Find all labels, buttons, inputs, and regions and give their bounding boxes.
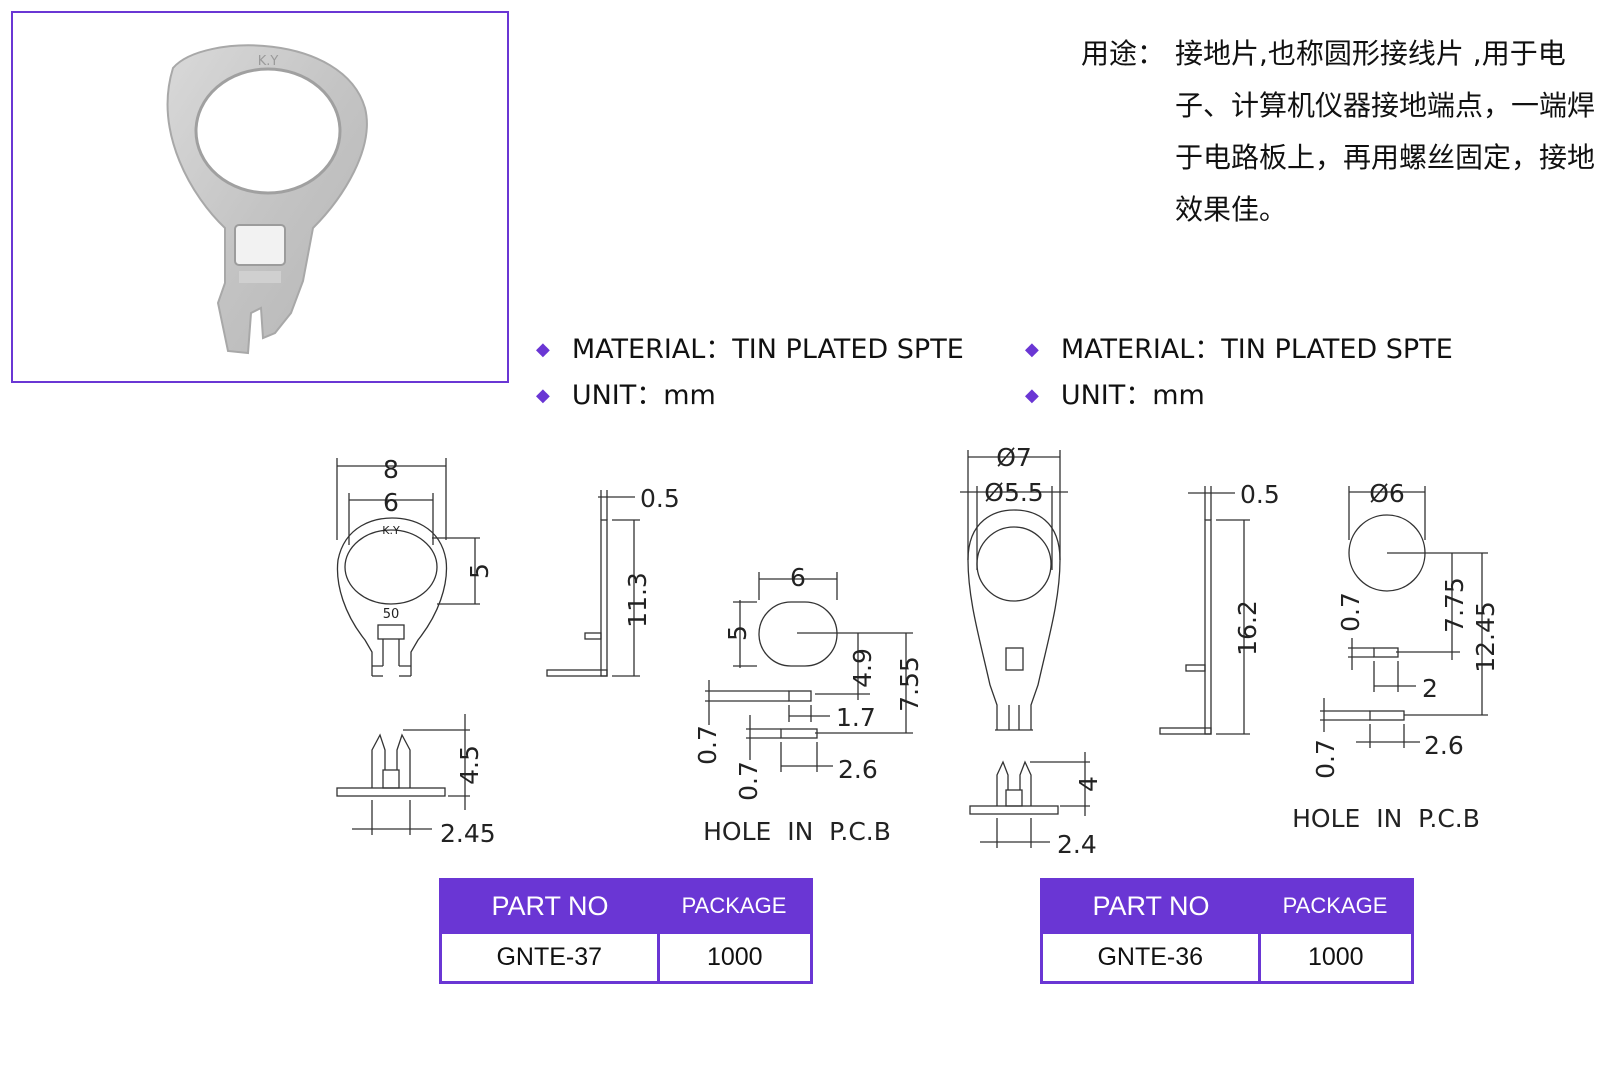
dim-slot-w2: 2.6 xyxy=(838,755,878,784)
right-material-line: ◆MATERIAL：TIN PLATED SPTE xyxy=(1025,334,1453,365)
part-no-cell: GNTE-37 xyxy=(440,931,658,983)
left-pcb-hole: 6 5 4.9 7.55 1.7 2.6 0.7 0.7 HOLE IN P.C… xyxy=(693,563,924,846)
dim-pcb-height: 5 xyxy=(723,625,752,641)
dim-slot-w1-right: 2 xyxy=(1422,674,1438,703)
dim-inner-dia: Ø5.5 xyxy=(984,478,1043,507)
dim-inner-width: 6 xyxy=(383,488,399,517)
dim-pcb-offset2: 7.55 xyxy=(895,656,924,712)
right-part-table: PART NO PACKAGE GNTE-36 1000 xyxy=(1040,878,1414,984)
dim-pcb-offset1-right: 7.75 xyxy=(1440,577,1469,633)
package-cell: 1000 xyxy=(656,931,812,983)
dim-slot-h2-right: 0.7 xyxy=(1311,739,1340,779)
dim-thickness-right: 0.5 xyxy=(1240,480,1280,509)
dim-slot-w1: 1.7 xyxy=(836,703,876,732)
part-no-cell: GNTE-36 xyxy=(1041,931,1259,983)
marking-top: K.Y xyxy=(382,524,400,537)
right-unit-line: ◆UNIT：mm xyxy=(1025,380,1205,411)
right-side-view: 0.5 16.2 xyxy=(1159,480,1280,735)
diamond-bullet-icon: ◆ xyxy=(1025,339,1039,360)
right-front-view: Ø7 Ø5.5 xyxy=(960,443,1068,731)
diamond-bullet-icon: ◆ xyxy=(536,339,550,360)
dim-pcb-offset1: 4.9 xyxy=(848,648,877,688)
marking-bottom: 50 xyxy=(383,607,400,622)
right-pin-view: 4 2.4 xyxy=(969,752,1103,859)
dim-pin-width: 2.45 xyxy=(440,819,496,848)
photo-engraving: K.Y xyxy=(258,54,279,69)
dim-thickness: 0.5 xyxy=(640,484,680,513)
dim-height: 11.3 xyxy=(623,572,652,628)
dim-slot-h1-right: 0.7 xyxy=(1336,592,1365,632)
package-cell: 1000 xyxy=(1257,931,1413,983)
dim-slot-w2-right: 2.6 xyxy=(1424,731,1464,760)
diamond-bullet-icon: ◆ xyxy=(536,385,550,406)
hole-caption-right: HOLE IN P.C.B xyxy=(1292,804,1480,833)
dim-outer-width: 8 xyxy=(383,455,399,484)
col-package: PACKAGE xyxy=(658,879,812,933)
product-photo: K.Y xyxy=(166,44,368,355)
dim-slot-h1: 0.7 xyxy=(693,725,722,765)
left-front-view: 8 6 K.Y 50 5 xyxy=(336,455,494,677)
col-part-no: PART NO xyxy=(440,879,658,933)
dim-pin-height-right: 4 xyxy=(1074,776,1103,792)
left-side-view: 0.5 11.3 xyxy=(546,484,680,677)
left-pin-view: 4.5 2.45 xyxy=(336,714,496,848)
dim-pin-height: 4.5 xyxy=(455,745,484,785)
dim-pin-width-right: 2.4 xyxy=(1057,830,1097,859)
left-material-line: ◆MATERIAL：TIN PLATED SPTE xyxy=(536,334,964,365)
dim-pcb-offset2-right: 12.45 xyxy=(1471,601,1500,673)
col-package: PACKAGE xyxy=(1259,879,1413,933)
hole-caption-left: HOLE IN P.C.B xyxy=(703,817,891,846)
dim-height-right: 16.2 xyxy=(1233,600,1262,656)
left-unit-line: ◆UNIT：mm xyxy=(536,380,716,411)
diamond-bullet-icon: ◆ xyxy=(1025,385,1039,406)
dim-slot-h2: 0.7 xyxy=(734,761,763,801)
usage-label: 用途： xyxy=(1081,37,1166,70)
dim-outer-dia: Ø7 xyxy=(996,443,1032,472)
right-pcb-hole: Ø6 7.75 12.45 0.7 2 2.6 0.7 HOLE IN P.C.… xyxy=(1292,479,1500,833)
dim-pcb-width: 6 xyxy=(790,563,806,592)
dim-hole-height: 5 xyxy=(465,563,494,579)
left-part-table: PART NO PACKAGE GNTE-37 1000 xyxy=(439,878,813,984)
col-part-no: PART NO xyxy=(1041,879,1259,933)
product-photo-frame: K.Y xyxy=(11,11,509,383)
usage-text: 接地片,也称圆形接线片 ,用于电子、计算机仪器接地端点，一端焊于电路板上，再用螺… xyxy=(1175,37,1596,226)
dim-pcb-dia: Ø6 xyxy=(1369,479,1405,508)
